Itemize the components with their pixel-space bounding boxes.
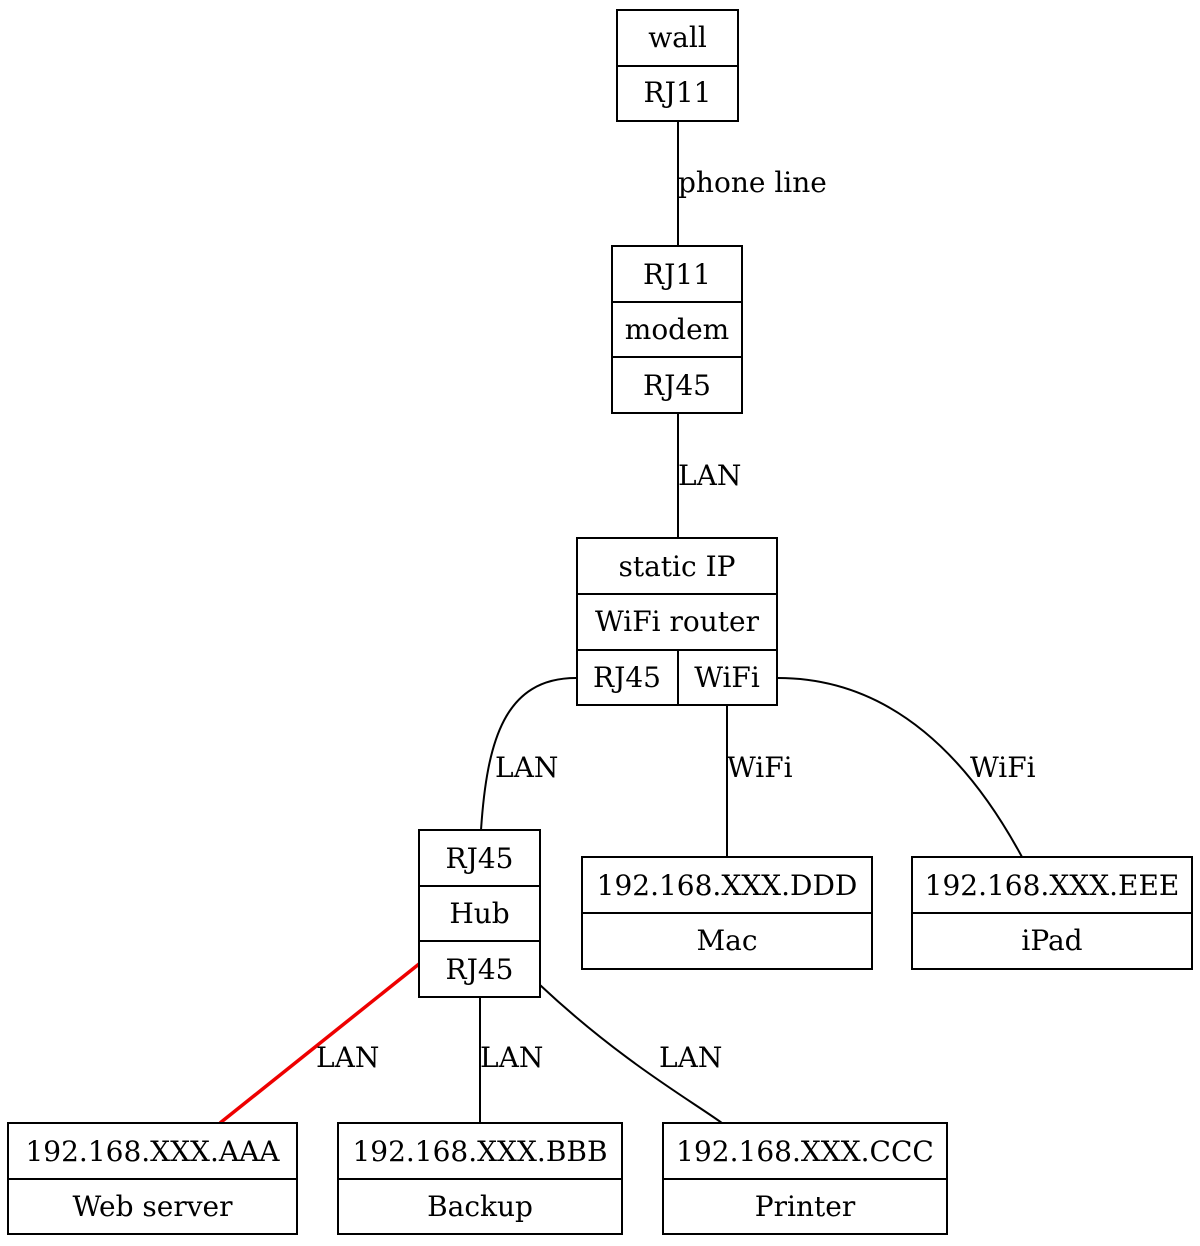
hub-label: Hub bbox=[449, 897, 509, 930]
node-printer: 192.168.XXX.CCC Printer bbox=[662, 1122, 948, 1235]
edge-router-ipad bbox=[777, 677, 1023, 858]
router-port-wifi: WiFi bbox=[694, 661, 760, 694]
edge-label-modem-router: LAN bbox=[678, 459, 741, 492]
edge-label-router-hub: LAN bbox=[495, 751, 558, 784]
wall-label: wall bbox=[648, 21, 707, 54]
edge-label-hub-backup: LAN bbox=[480, 1041, 543, 1074]
backup-ip: 192.168.XXX.BBB bbox=[352, 1135, 607, 1168]
node-modem: RJ11 modem RJ45 bbox=[611, 245, 743, 414]
webserver-name: Web server bbox=[73, 1190, 234, 1223]
node-backup: 192.168.XXX.BBB Backup bbox=[337, 1122, 623, 1235]
edge-label-hub-webserver: LAN bbox=[316, 1041, 379, 1074]
edge-label-router-ipad: WiFi bbox=[970, 751, 1036, 784]
edge-label-hub-printer: LAN bbox=[659, 1041, 722, 1074]
mac-ip: 192.168.XXX.DDD bbox=[597, 869, 858, 902]
edge-router-hub bbox=[480, 677, 577, 831]
modem-label: modem bbox=[625, 313, 729, 346]
hub-port-in: RJ45 bbox=[446, 842, 514, 875]
node-router: static IP WiFi router RJ45 WiFi bbox=[576, 537, 778, 706]
router-label: WiFi router bbox=[595, 605, 760, 638]
node-mac: 192.168.XXX.DDD Mac bbox=[581, 856, 873, 970]
hub-port-out: RJ45 bbox=[446, 953, 514, 986]
edge-hub-printer bbox=[539, 984, 723, 1124]
ipad-name: iPad bbox=[1021, 924, 1082, 957]
edge-label-router-mac: WiFi bbox=[727, 751, 793, 784]
edge-labels: phone line LAN LAN WiFi WiFi LAN LAN LAN bbox=[316, 166, 1036, 1074]
mac-name: Mac bbox=[696, 924, 757, 957]
wall-port: RJ11 bbox=[644, 76, 712, 109]
printer-ip: 192.168.XXX.CCC bbox=[676, 1135, 934, 1168]
node-webserver: 192.168.XXX.AAA Web server bbox=[7, 1122, 298, 1235]
backup-name: Backup bbox=[427, 1190, 533, 1223]
edge-hub-webserver bbox=[218, 962, 421, 1125]
modem-port-out: RJ45 bbox=[643, 369, 711, 402]
printer-name: Printer bbox=[755, 1190, 856, 1223]
edge-label-phone-line: phone line bbox=[678, 166, 827, 199]
node-ipad: 192.168.XXX.EEE iPad bbox=[911, 856, 1193, 970]
router-static-ip: static IP bbox=[618, 550, 735, 583]
edges bbox=[218, 121, 1023, 1125]
node-wall: wall RJ11 bbox=[616, 9, 739, 122]
ipad-ip: 192.168.XXX.EEE bbox=[925, 869, 1180, 902]
router-port-rj45: RJ45 bbox=[593, 661, 661, 694]
node-hub: RJ45 Hub RJ45 bbox=[418, 829, 541, 998]
modem-port-in: RJ11 bbox=[643, 258, 711, 291]
webserver-ip: 192.168.XXX.AAA bbox=[25, 1135, 280, 1168]
